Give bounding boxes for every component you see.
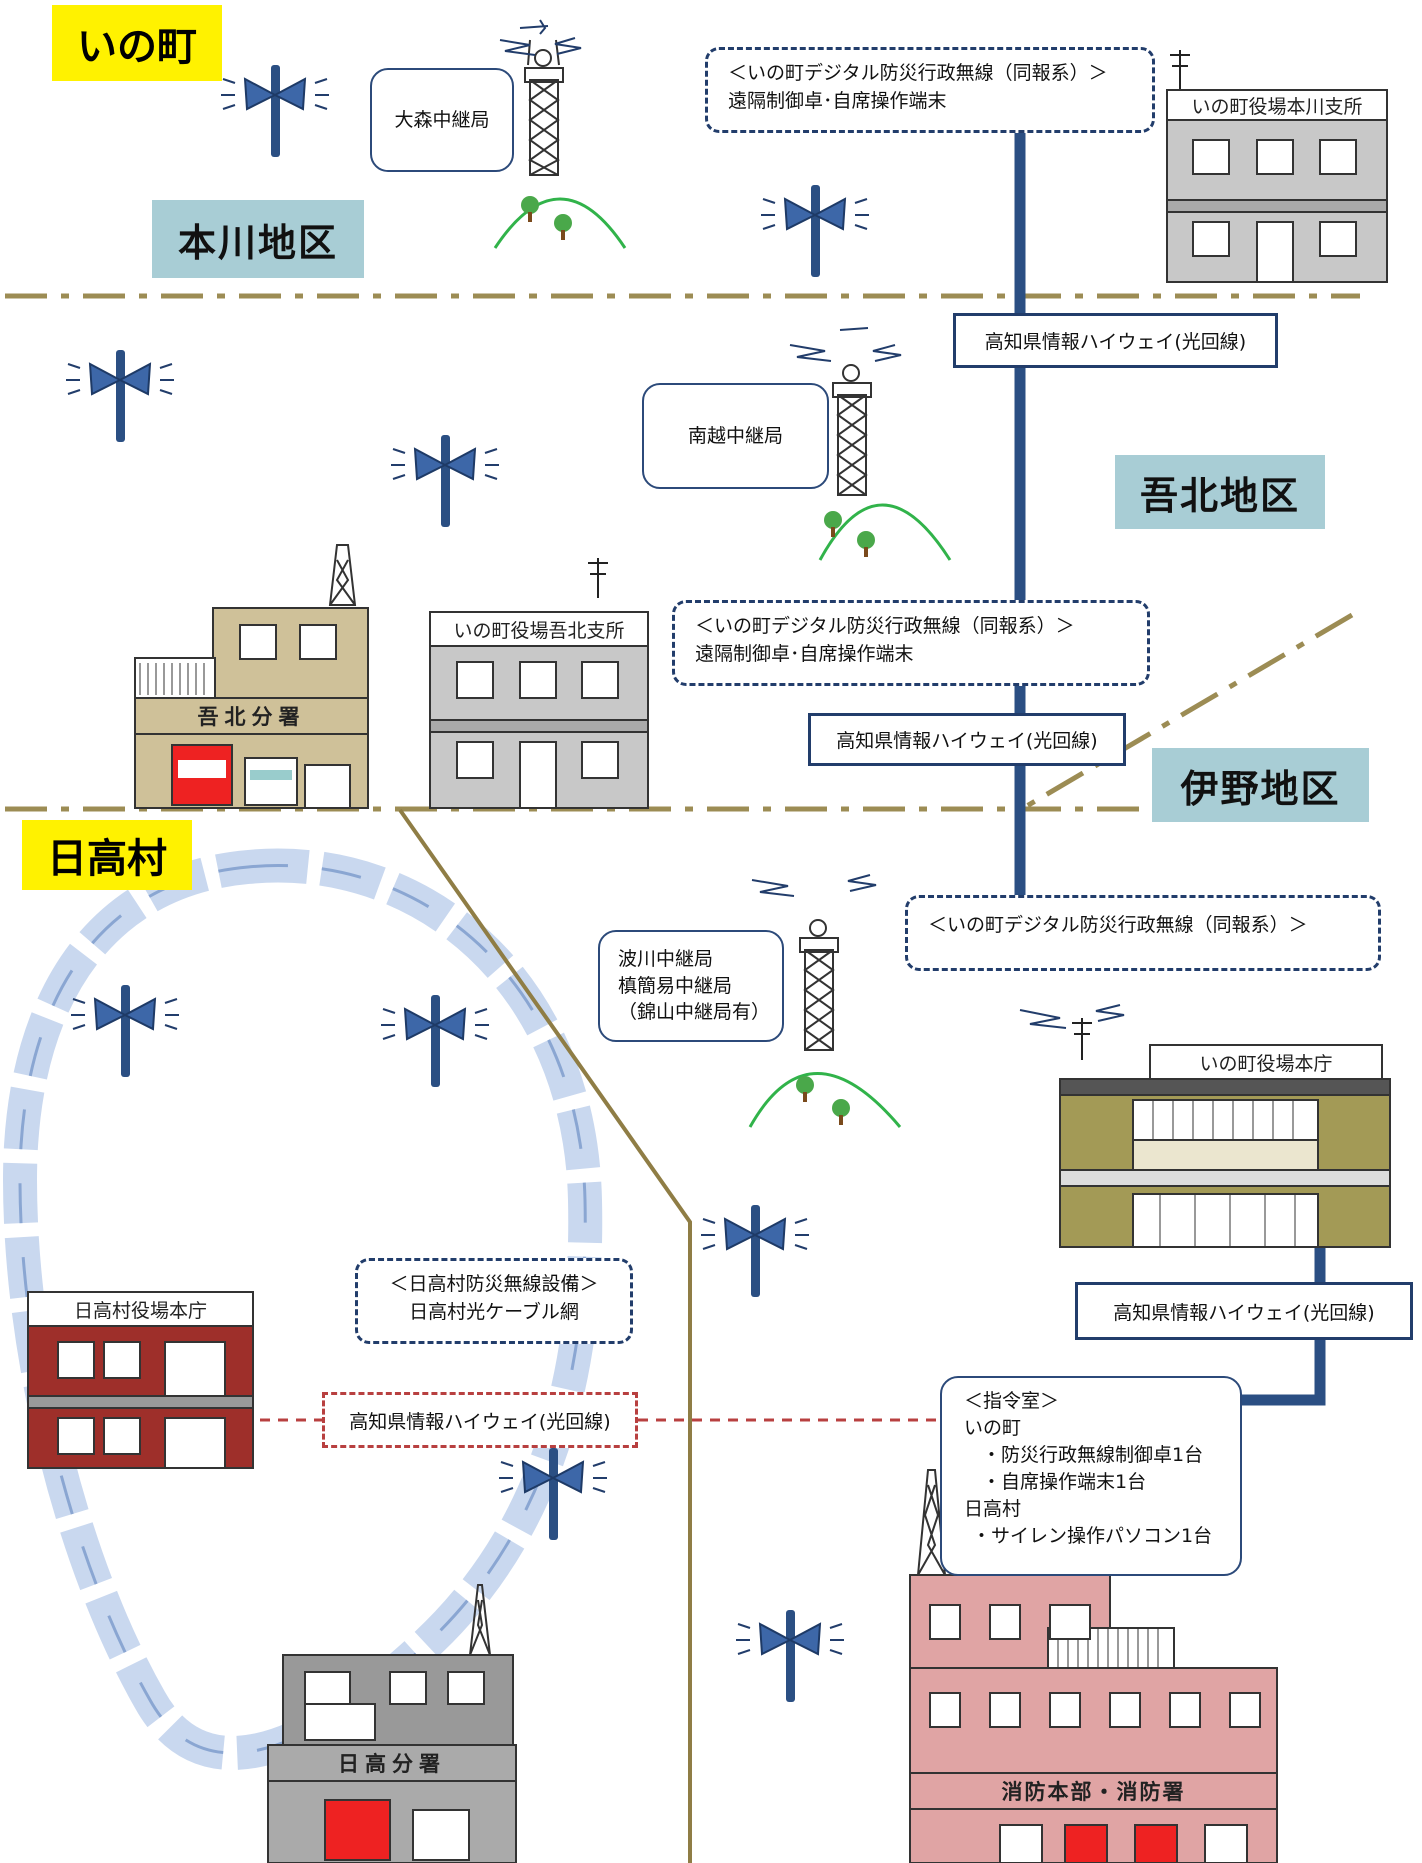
radio-network-hidaka: 日高村光ケーブル網 <box>409 1300 579 1323</box>
building-name-hongawa: いの町役場本川支所 <box>1191 95 1363 118</box>
building-name-hidaka-office: 日高村役場本庁 <box>73 1299 207 1322</box>
building-hongawa-branch <box>1166 89 1388 283</box>
district-label-gohoku: 吾北地区 <box>1115 455 1325 529</box>
highway-label-hidaka: 高知県情報ハイウェイ(光回線) <box>322 1392 638 1448</box>
relay-name-omori: 大森中継局 <box>394 108 490 131</box>
speaker-pole-icon <box>701 1205 809 1297</box>
speaker-pole-icon <box>391 435 499 527</box>
relay-label-nanetsu: 南越中継局 <box>642 383 829 489</box>
building-name-gohoku: いの町役場吾北支所 <box>453 619 625 642</box>
region-label-ino: いの町 <box>52 5 222 81</box>
highway-label-2: 高知県情報ハイウェイ(光回線) <box>808 713 1126 766</box>
speaker-pole-icon <box>736 1610 844 1702</box>
command-room-siren-pc: ・サイレン操作パソコン1台 <box>972 1524 1213 1547</box>
command-room-title: ＜指令室＞ <box>964 1390 1060 1412</box>
building-name-ino-hq: いの町役場本庁 <box>1199 1052 1333 1075</box>
relay-tower-hakawa <box>748 874 902 1128</box>
radio-terminal-gohoku: 遠隔制御卓･自席操作端末 <box>695 642 914 665</box>
district-label-hongawa: 本川地区 <box>152 200 364 278</box>
boundary-ino-hidaka <box>398 808 692 1863</box>
hq-antenna-waves <box>1019 1004 1125 1029</box>
radio-box-hongawa: ＜いの町デジタル防災行政無線（同報系）＞ 遠隔制御卓･自席操作端末 <box>705 47 1155 133</box>
relay-tower-omori <box>493 19 627 249</box>
relay-name-nishikiyama: （錦山中継局有） <box>618 1001 771 1024</box>
highway-label-3: 高知県情報ハイウェイ(光回線) <box>1075 1282 1413 1340</box>
building-name-fire-hq: 消防本部・消防署 <box>1001 1779 1186 1804</box>
command-room-terminal: ・自席操作端末1台 <box>982 1470 1147 1493</box>
speaker-pole-icon <box>221 65 329 157</box>
ambulance-gohoku <box>244 757 298 806</box>
district-label-ino: 伊野地区 <box>1152 748 1369 822</box>
building-fire-headquarters <box>909 1574 1278 1863</box>
building-hidaka-fire-station <box>267 1654 517 1863</box>
fire-engine-gohoku <box>171 744 233 806</box>
building-gohoku-branch <box>429 611 649 809</box>
highway-label-1: 高知県情報ハイウェイ(光回線) <box>953 313 1278 368</box>
relay-tower-nanetsu <box>789 327 952 561</box>
radio-box-ino: ＜いの町デジタル防災行政無線（同報系）＞ <box>905 895 1381 971</box>
radio-title-hidaka: ＜日高村防災無線設備＞ <box>389 1273 599 1295</box>
radio-title-hongawa: ＜いの町デジタル防災行政無線（同報系）＞ <box>728 62 1108 84</box>
building-hidaka-office <box>27 1291 254 1469</box>
command-room-ino: いの町 <box>964 1416 1022 1439</box>
command-room-box: ＜指令室＞ いの町 ・防災行政無線制御卓1台 ・自席操作端末1台 日高村 ・サイ… <box>940 1376 1242 1576</box>
relay-label-hakawa: 波川中継局 槙簡易中継局 （錦山中継局有） <box>598 930 784 1042</box>
antenna-masts <box>588 50 1190 1060</box>
speaker-pole-icon <box>66 350 174 442</box>
speaker-pole-icon <box>499 1448 607 1540</box>
speaker-pole-icon <box>381 995 489 1087</box>
speaker-pole-icon <box>71 985 179 1077</box>
radio-title-ino: ＜いの町デジタル防災行政無線（同報系）＞ <box>928 914 1308 936</box>
radio-box-gohoku: ＜いの町デジタル防災行政無線（同報系）＞ 遠隔制御卓･自席操作端末 <box>672 600 1150 686</box>
relay-label-omori: 大森中継局 <box>370 68 514 172</box>
speaker-poles <box>66 65 869 1702</box>
command-room-console: ・防災行政無線制御卓1台 <box>982 1443 1204 1466</box>
region-label-hidaka: 日高村 <box>22 820 192 890</box>
speaker-pole-icon <box>761 185 869 277</box>
building-name-hidaka-fire: 日高分署 <box>338 1751 446 1776</box>
relay-name-hakawa: 波川中継局 <box>618 948 714 971</box>
building-gohoku-fire-station <box>134 607 369 809</box>
radio-title-gohoku: ＜いの町デジタル防災行政無線（同報系）＞ <box>695 615 1075 637</box>
command-room-hidaka: 日高村 <box>964 1497 1022 1520</box>
relay-name-nanetsu: 南越中継局 <box>687 424 783 447</box>
building-ino-headquarters <box>1059 1044 1391 1248</box>
radio-box-hidaka: ＜日高村防災無線設備＞ 日高村光ケーブル網 <box>355 1258 633 1344</box>
building-name-gohoku-fire: 吾北分署 <box>197 704 306 729</box>
boundary-ino-diagonal <box>1018 612 1354 813</box>
relay-name-maki: 槙簡易中継局 <box>618 974 733 997</box>
radio-terminal-hongawa: 遠隔制御卓･自席操作端末 <box>728 89 947 112</box>
